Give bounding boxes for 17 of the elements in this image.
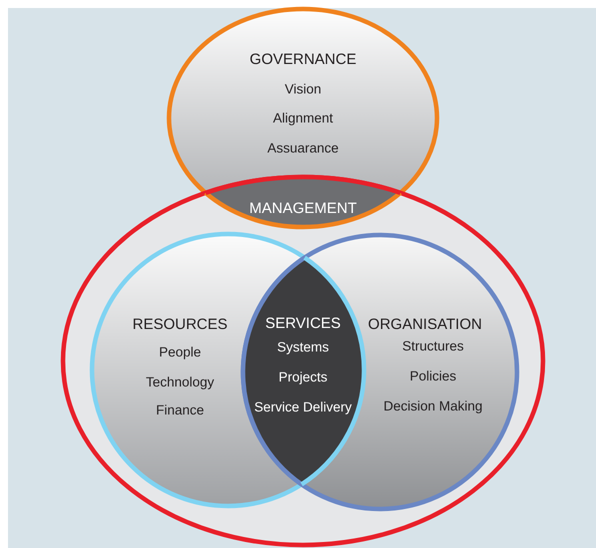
venn-heading: GOVERNANCE [250, 52, 356, 68]
venn-item: Alignment [272, 112, 334, 126]
venn-item: Projects [278, 370, 328, 386]
venn-item: Decision Making [383, 400, 483, 414]
venn-item: Structures [402, 340, 464, 354]
venn-item: Systems [277, 340, 329, 356]
venn-item: Technology [146, 376, 214, 390]
venn-item: Vision [284, 82, 322, 98]
venn-heading: MANAGEMENT [249, 200, 357, 218]
venn-item: People [158, 346, 202, 360]
venn-item: Assuarance [267, 142, 339, 156]
venn-item: Policies [410, 370, 456, 384]
venn-item: Finance [156, 404, 204, 418]
venn-item: Service Delivery [254, 400, 352, 416]
venn-heading: RESOURCES [132, 316, 228, 334]
venn-heading: SERVICES [265, 316, 341, 332]
venn-heading: ORGANISATION [368, 316, 482, 334]
